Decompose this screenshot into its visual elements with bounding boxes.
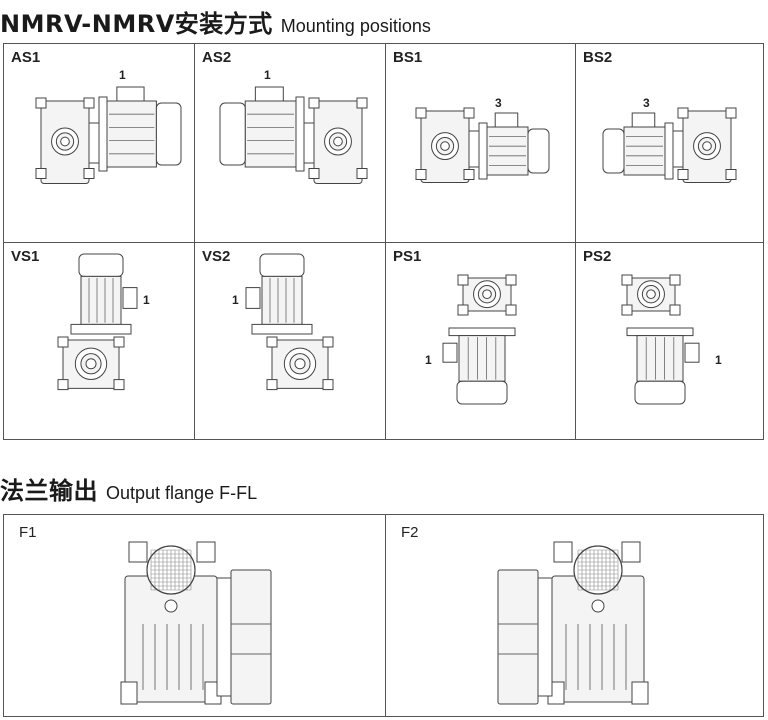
flange-grid: [3, 514, 764, 717]
position-number: 3: [643, 96, 650, 110]
grid-divider: [385, 43, 386, 440]
grid-divider: [194, 43, 195, 440]
mounting-label: BS1: [393, 49, 423, 66]
position-number: 1: [264, 68, 271, 82]
mounting-label: VS2: [202, 248, 231, 265]
position-number: 1: [119, 68, 126, 82]
grid-divider: [385, 514, 386, 717]
mounting-cell-ps1: PS1 1: [385, 242, 575, 440]
mounting-cell-ps2: PS2 1: [575, 242, 764, 440]
mounting-cell-vs1: VS1 1: [3, 242, 194, 440]
mounting-label: PS2: [583, 248, 612, 265]
mounting-title-cn: NMRV-NMRV安装方式: [0, 10, 273, 38]
mounting-label: BS2: [583, 49, 613, 66]
flange-cell-f2: F2: [385, 514, 764, 717]
mounting-cell-bs2: BS2 3: [575, 43, 764, 242]
mounting-title: NMRV-NMRV安装方式 Mounting positions: [0, 4, 431, 39]
gearbox-diagram: 3: [602, 96, 737, 183]
position-number: 1: [425, 353, 432, 367]
flange-title: 法兰输出 Output flange F-FL: [0, 471, 257, 506]
mounting-label: PS1: [393, 248, 422, 265]
flange-diagram: [497, 541, 649, 705]
gearbox-diagram: 1: [621, 274, 722, 405]
flange-label: F2: [401, 524, 419, 541]
mounting-grid: [3, 43, 764, 440]
mounting-label: AS1: [11, 49, 41, 66]
mounting-label: VS1: [11, 248, 40, 265]
gearbox-diagram: 1: [425, 274, 517, 405]
gearbox-diagram: 1: [35, 68, 182, 184]
position-number: 1: [143, 293, 150, 307]
mounting-cell-vs2: VS2 1: [194, 242, 385, 440]
flange-title-cn: 法兰输出: [0, 477, 98, 505]
flange-cell-f1: F1: [3, 514, 385, 717]
gearbox-diagram: 3: [415, 96, 550, 183]
flange-diagram: [120, 541, 272, 705]
position-number: 1: [232, 293, 239, 307]
mounting-title-en: Mounting positions: [280, 16, 431, 36]
position-number: 3: [495, 96, 502, 110]
grid-divider: [575, 43, 576, 440]
grid-divider: [3, 242, 764, 243]
mounting-cell-bs1: BS1 3: [385, 43, 575, 242]
gearbox-diagram: 1: [219, 68, 368, 184]
position-number: 1: [715, 353, 722, 367]
mounting-cell-as2: AS2 1: [194, 43, 385, 242]
gearbox-diagram: 1: [232, 253, 334, 391]
mounting-label: AS2: [202, 49, 232, 66]
flange-label: F1: [19, 524, 37, 541]
mounting-cell-as1: AS1 1: [3, 43, 194, 242]
gearbox-diagram: 1: [57, 253, 150, 391]
flange-title-en: Output flange F-FL: [106, 483, 258, 503]
